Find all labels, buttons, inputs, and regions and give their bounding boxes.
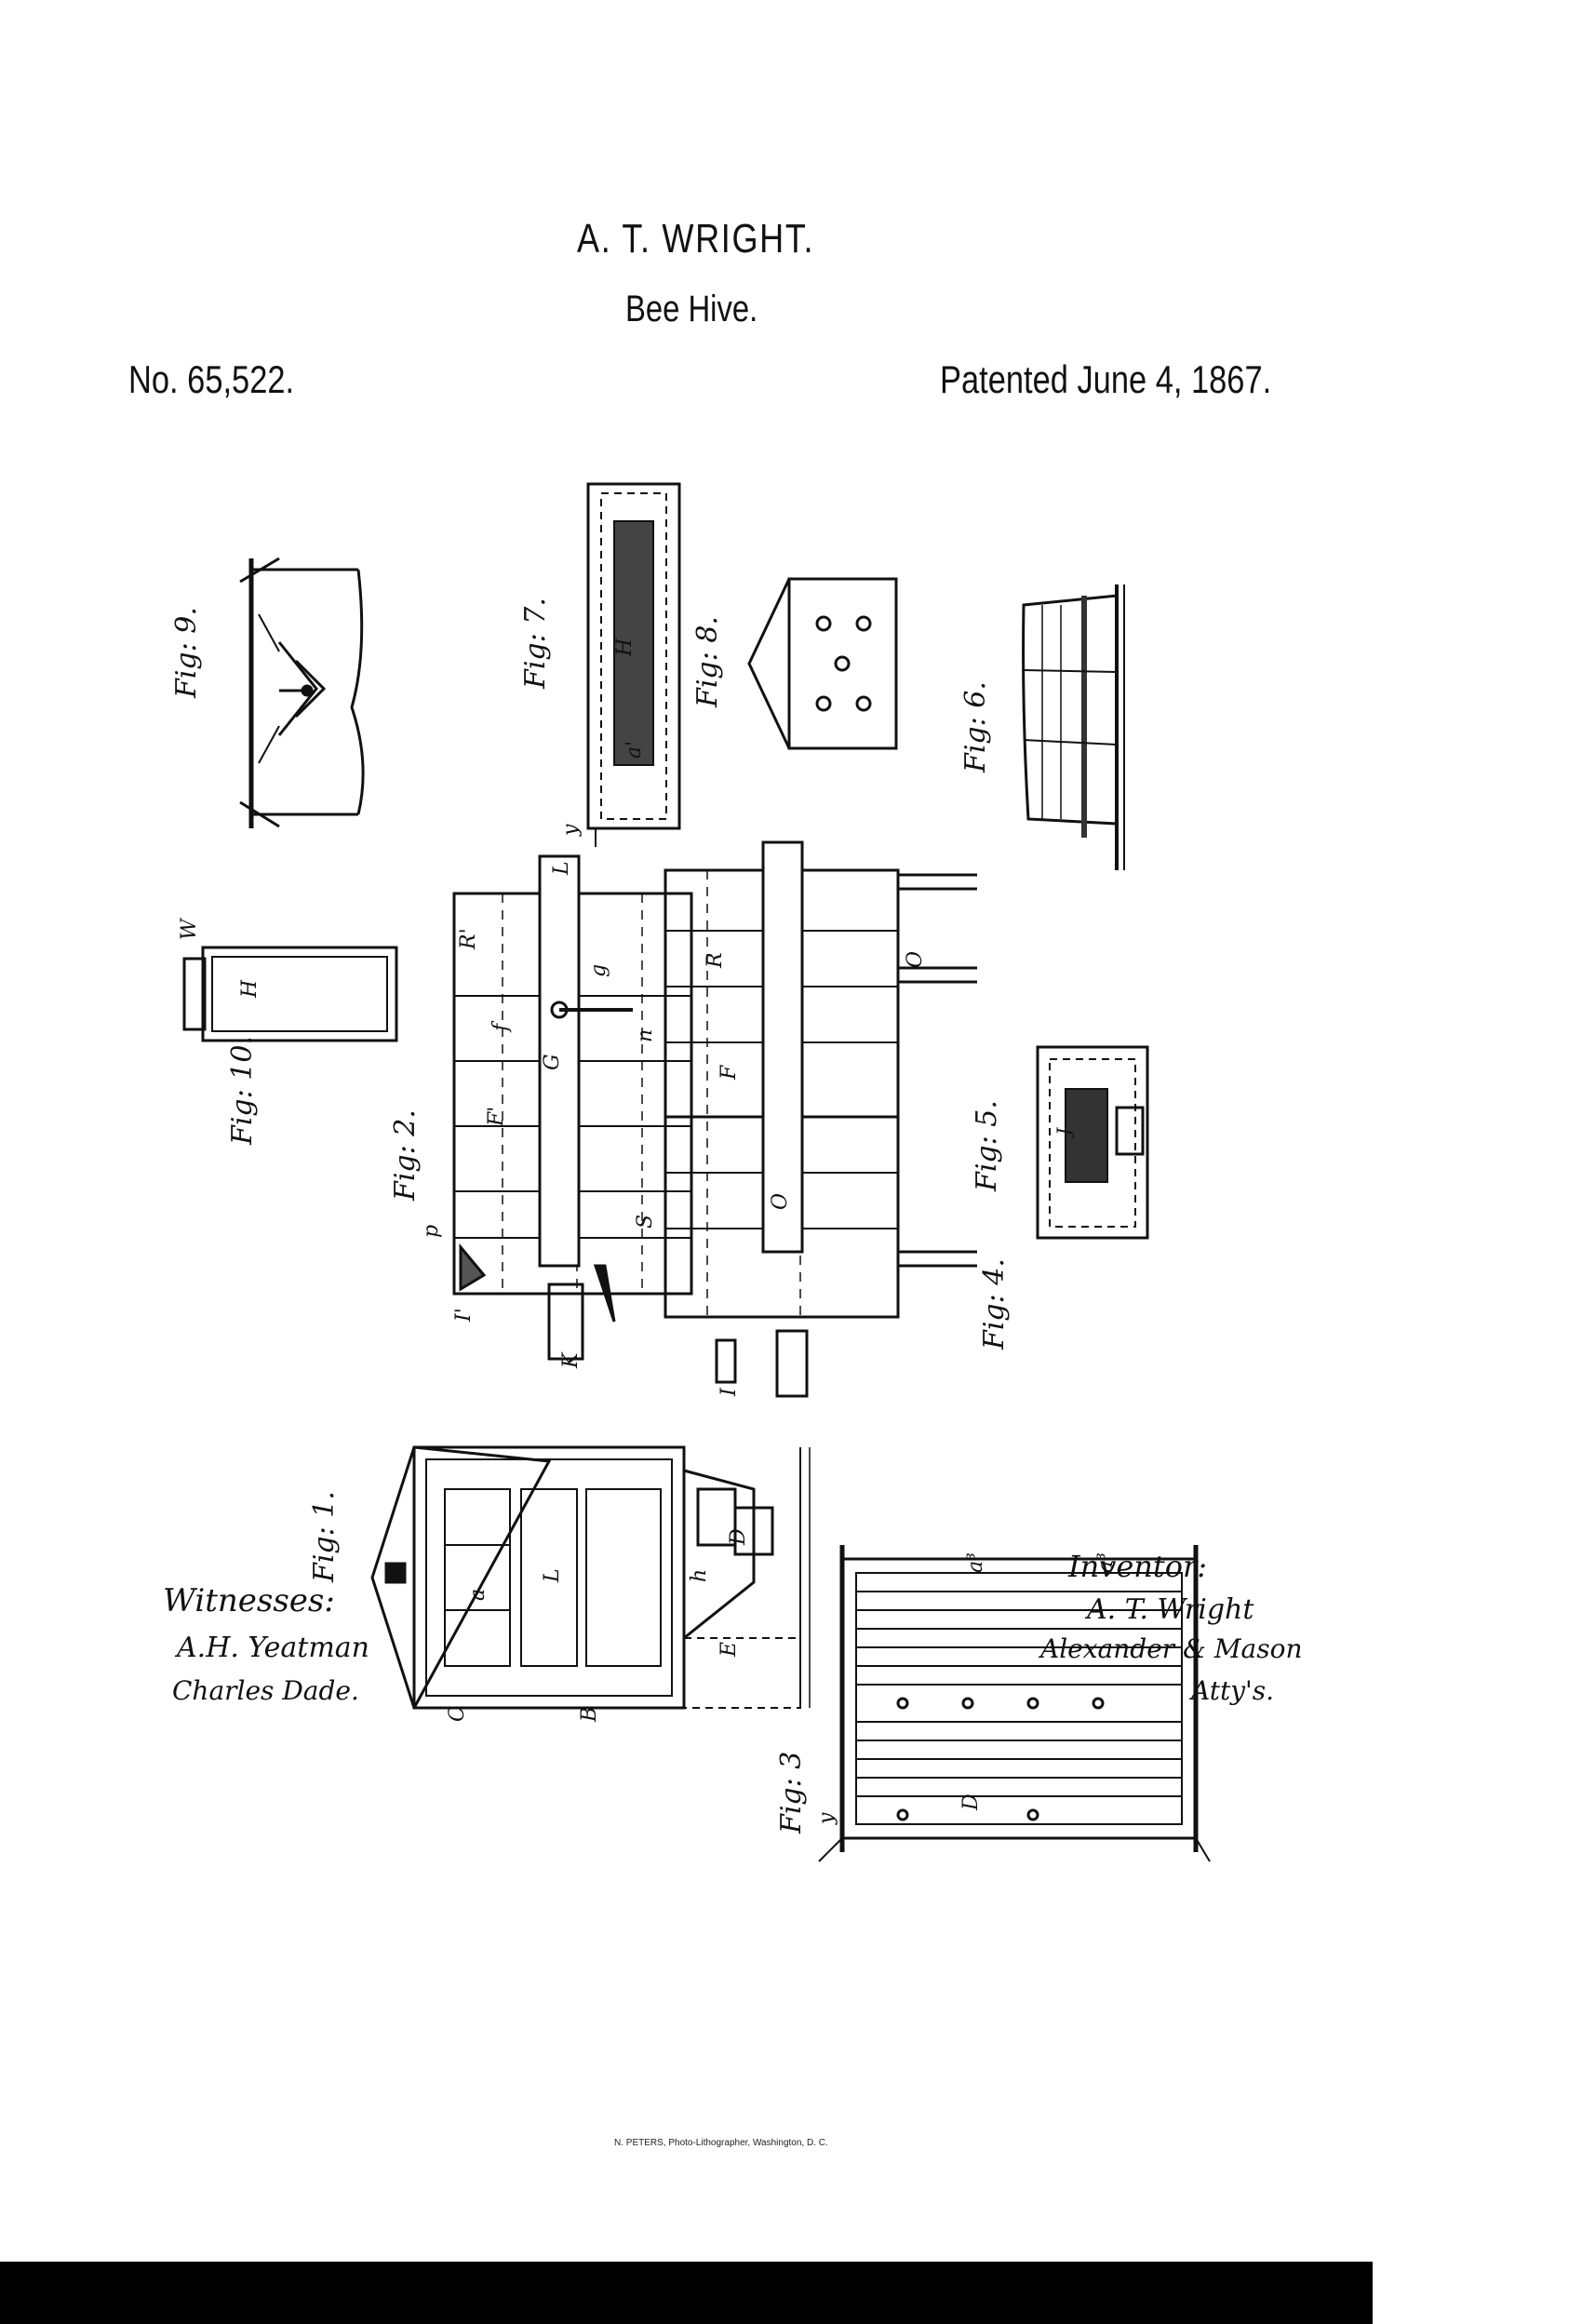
ref-letter-S: S (634, 1215, 657, 1229)
ref-letter-K: K (559, 1351, 583, 1369)
ref-letter-I: I (717, 1387, 741, 1397)
fig-7-label: Fig: 7. (519, 598, 552, 690)
figure-2-drawing (452, 854, 693, 1361)
ref-letter-F: F (717, 1065, 741, 1081)
ref-letter-O: O (904, 951, 927, 968)
figure-6-drawing (1022, 584, 1125, 870)
figure-7-drawing (586, 482, 681, 847)
ref-letter-R: R (704, 952, 727, 969)
scan-bottom-band (0, 2262, 1373, 2324)
attorney-signature: Alexander & Mason (1040, 1633, 1303, 1664)
ref-letter-W: W (178, 917, 201, 940)
ref-letter-F1: F' (485, 1107, 508, 1127)
ref-letter-p: p (420, 1225, 443, 1238)
fig-10-label: Fig: 10. (226, 1036, 259, 1146)
ref-letter-a-fig1: a (466, 1589, 489, 1601)
figure-5-drawing (1036, 1045, 1149, 1240)
ref-letter-E: E (717, 1642, 741, 1658)
fig-1-label: Fig: 1. (308, 1491, 341, 1583)
ref-letter-f: f (489, 1020, 513, 1033)
printer-credit: N. PETERS, Photo-Lithographer, Washingto… (614, 2138, 828, 2148)
fig-9-label: Fig: 9. (170, 607, 203, 699)
ref-letter-B: B (578, 1707, 601, 1723)
ref-letter-J: J (1052, 1127, 1075, 1139)
fig-2-label: Fig: 2. (389, 1109, 422, 1202)
figure-1-drawing (370, 1445, 811, 1710)
attorney-suffix: Atty's. (1191, 1675, 1275, 1706)
ref-letter-h: h (688, 1569, 711, 1582)
ref-letter-H-fig10: H (238, 979, 261, 999)
witness-1-signature: A.H. Yeatman (177, 1632, 369, 1664)
inventor-name: A. T. WRIGHT. (577, 216, 815, 262)
fig-5-label: Fig: 5. (971, 1100, 1003, 1192)
ref-letter-a3-right: a³ (1094, 1552, 1118, 1573)
figure-10-drawing (182, 946, 398, 1042)
ref-letter-O-fig4: O (769, 1193, 792, 1210)
figure-3-drawing (818, 1545, 1211, 1862)
witness-2-signature: Charles Dade. (172, 1675, 359, 1706)
ref-letter-g: g (587, 964, 610, 977)
ref-letter-D-fig3: D (959, 1793, 983, 1811)
figure-4-drawing (664, 840, 977, 1398)
invention-title: Bee Hive. (625, 289, 758, 329)
ref-letter-G: G (541, 1054, 564, 1070)
inventor-signature: A. T. Wright (1087, 1593, 1254, 1626)
ref-letter-L: L (550, 861, 573, 876)
ref-letter-H: H (613, 638, 637, 657)
patent-number: No. 65,522. (128, 357, 295, 401)
ref-letter-a1-fig7: a' (623, 741, 646, 759)
ref-letter-C: C (446, 1706, 469, 1722)
ref-letter-y-fig3: y (815, 1812, 838, 1825)
ref-letter-n: n (634, 1029, 657, 1042)
ref-letter-R1: R' (457, 928, 480, 950)
figure-8-drawing (747, 577, 898, 750)
inventor-label: Inventor: (1068, 1549, 1208, 1584)
witnesses-label: Witnesses: (163, 1582, 335, 1619)
fig-3-label: Fig: 3 (775, 1752, 808, 1834)
fig-6-label: Fig: 6. (959, 681, 992, 773)
ref-letter-y: y (559, 824, 583, 837)
figure-9-drawing (239, 557, 365, 828)
ref-letter-I1: I' (452, 1308, 476, 1323)
patent-date: Patented June 4, 1867. (940, 357, 1272, 401)
fig-8-label: Fig: 8. (691, 616, 724, 708)
ref-letter-a3: a³ (964, 1552, 987, 1573)
ref-letter-D: D (727, 1528, 750, 1546)
ref-letter-L-fig1: L (541, 1568, 564, 1583)
fig-4-label: Fig: 4. (978, 1258, 1011, 1350)
